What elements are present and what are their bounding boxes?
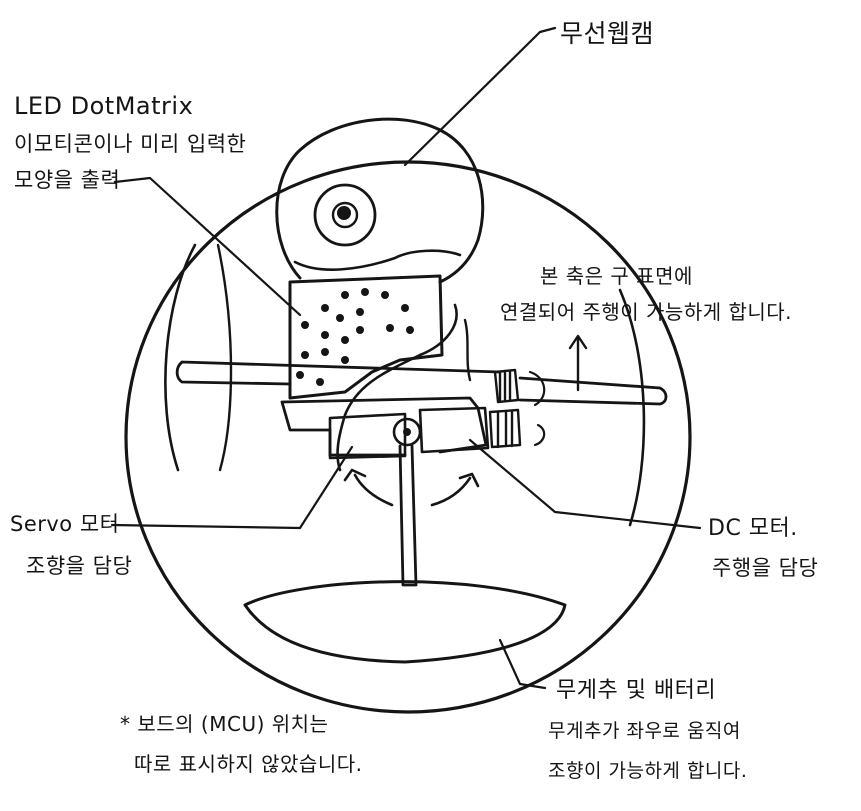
label-led-line2: 모양을 출력 [14,168,121,192]
gear-top [493,368,520,404]
axis-arrow [568,334,588,392]
label-weight-line1: 무게추가 좌우로 움직여 [548,720,741,742]
head-cable [336,303,458,472]
dc-motor [418,406,490,454]
servo-motor [328,412,407,460]
label-dc-desc: 주행을 담당 [712,556,819,580]
servo-shaft-center [403,428,411,436]
leader-led [113,176,302,317]
gear-bottom [488,408,522,449]
label-servo-desc: 조향을 담당 [26,554,133,578]
steer-arrow-left [343,468,394,507]
sphere-left-arc-inner [216,243,233,472]
sphere-right-arc [618,288,646,527]
led-box [288,274,444,400]
webcam-body [275,117,485,284]
note-line1: * 보드의 (MCU) 위치는 [120,712,329,736]
leader-dc [468,438,702,530]
leader-servo [110,445,354,530]
head-cable-2 [463,318,472,382]
label-webcam: 무선웹캠 [560,19,655,48]
webcam-lens-inner [331,201,359,229]
label-axis-line2: 연결되어 주행이 가능하게 합니다. [500,300,793,324]
label-led-line1: 이모티콘이나 미리 입력한 [14,132,247,156]
weight-pole [398,444,418,587]
label-axis-line1: 본 축은 구 표면에 [540,264,693,288]
leader-weight [498,638,547,690]
axle [175,360,668,406]
label-weight-line2: 조향이 가능하게 합니다. [548,760,748,782]
webcam-lens-dot [337,206,351,220]
weight-dish [243,580,567,664]
sphere-outline [124,160,692,714]
note-line2: 따로 표시하지 않았습니다. [134,752,363,776]
steer-arrow-right [430,472,480,507]
label-servo-title: Servo 모터 [10,512,120,536]
led-dots [296,288,414,386]
base-block [280,396,488,457]
webcam-lens-outer [313,183,377,247]
label-weight-title: 무게추 및 배터리 [556,678,717,703]
label-dc-title: DC 모터. [708,516,798,541]
label-led-title: LED DotMatrix [14,92,194,120]
webcam-chin [293,249,462,271]
servo-shaft [392,417,422,447]
leader-webcam [403,26,557,167]
sphere-left-arc [164,243,197,472]
gear-rotation-arrow [528,370,546,447]
